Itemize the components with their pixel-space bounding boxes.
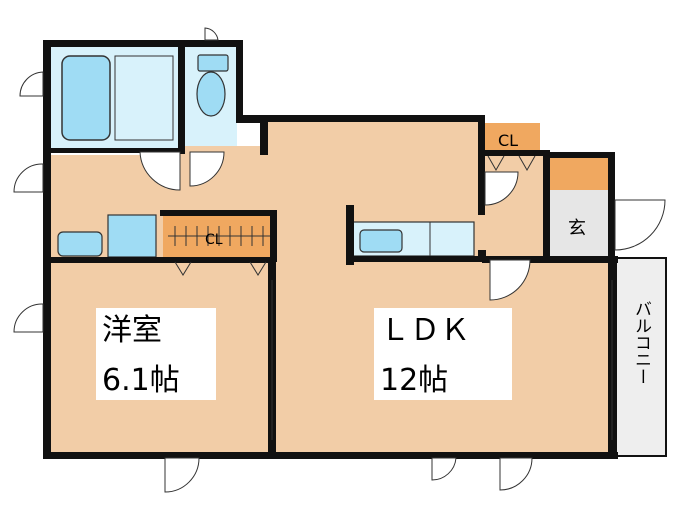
- closet-top: [485, 123, 540, 153]
- closet-doors: [174, 155, 536, 276]
- label-western-room: 洋室 6.1帖: [96, 308, 216, 400]
- toilet-bowl: [196, 71, 226, 117]
- windows: [271, 280, 613, 440]
- label-ldk: ＬＤＫ 12帖: [374, 308, 512, 400]
- ldk-name: ＬＤＫ: [380, 313, 470, 348]
- bath-wash-area: [114, 55, 174, 141]
- western-room-name: 洋室: [102, 313, 162, 348]
- closet-top-label: CL: [498, 131, 518, 150]
- toilet-tank: [197, 54, 229, 72]
- corridor-floor: [482, 150, 547, 260]
- western-room-size: 6.1帖: [102, 363, 180, 398]
- wash-basin: [57, 231, 103, 257]
- closet-rod: [168, 226, 270, 246]
- washing-machine: [107, 214, 157, 258]
- ldk-size: 12帖: [380, 363, 448, 398]
- entrance-floor: [547, 190, 610, 256]
- bathtub: [61, 55, 111, 141]
- kitchen-sink: [359, 229, 403, 253]
- door-swings: [13, 27, 666, 493]
- closet-mid-label: CL: [205, 232, 223, 248]
- balcony-label: バルコニー: [631, 300, 651, 385]
- shoe-closet: [550, 158, 608, 190]
- entrance-label: 玄: [568, 218, 586, 239]
- balcony-floor: [615, 257, 667, 457]
